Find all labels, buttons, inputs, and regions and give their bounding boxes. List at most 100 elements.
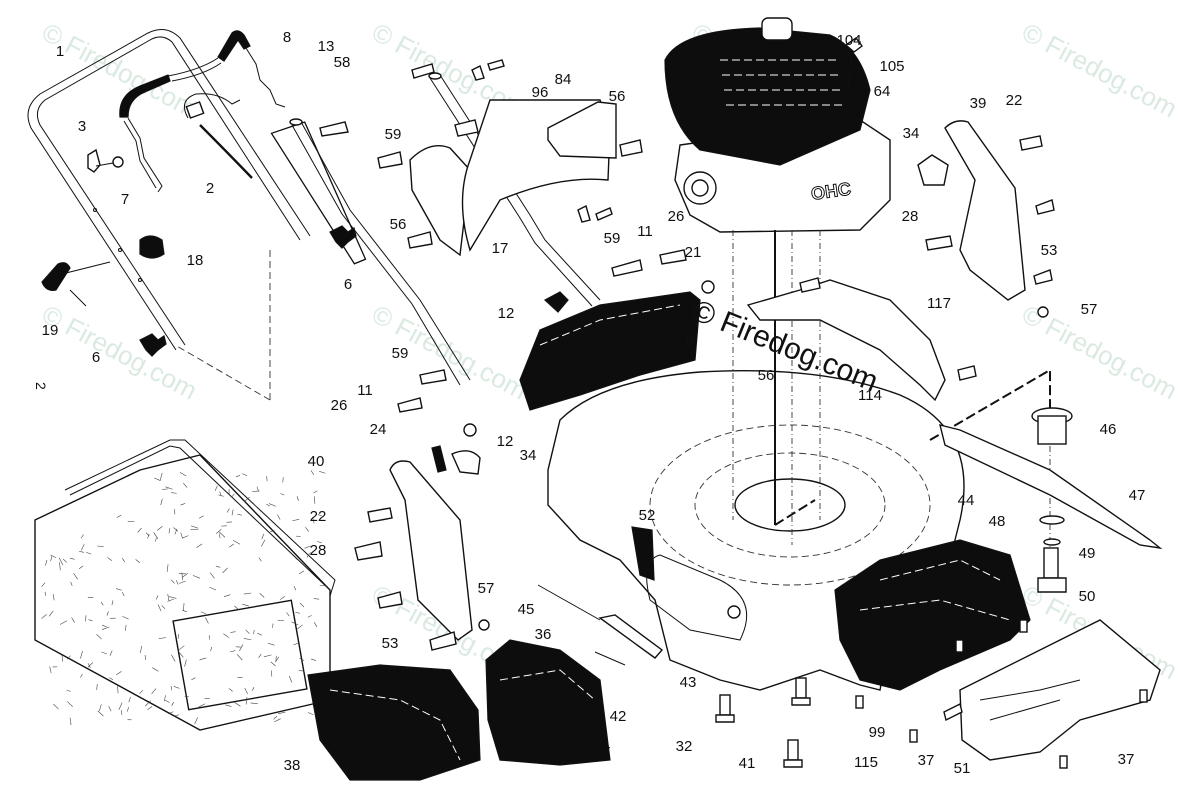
bag-texture-stroke	[252, 490, 260, 492]
part-callout-114[interactable]: 114	[858, 387, 882, 404]
part-callout-32[interactable]: 32	[676, 738, 693, 755]
part-callout-59[interactable]: 59	[385, 126, 402, 143]
part-callout-105[interactable]: 105	[879, 58, 904, 75]
part-callout-18[interactable]: 18	[187, 252, 204, 269]
bag-texture-stroke	[236, 654, 243, 661]
part-callout-2[interactable]: 2	[206, 180, 214, 197]
part-callout-19[interactable]: 19	[42, 322, 59, 339]
part-callout-12[interactable]: 12	[498, 305, 515, 322]
part-callout-49[interactable]: 49	[1079, 545, 1096, 562]
part-callout-46[interactable]: 46	[1100, 421, 1117, 438]
bag-texture-stroke	[293, 555, 298, 560]
part-callout-6[interactable]: 6	[344, 276, 352, 293]
part-callout-56[interactable]: 56	[758, 367, 775, 384]
part-callout-96[interactable]: 96	[532, 84, 549, 101]
part-callout-38[interactable]: 38	[284, 757, 301, 774]
part-callout-26[interactable]: 26	[668, 208, 685, 225]
part-callout-36[interactable]: 36	[535, 626, 552, 643]
part-callout-117[interactable]: 117	[927, 295, 951, 312]
part-callout-41[interactable]: 41	[739, 755, 756, 772]
part-callout-47[interactable]: 47	[1129, 487, 1146, 504]
grass-catcher	[34, 439, 336, 731]
part-callout-7[interactable]: 7	[121, 191, 129, 208]
part-callout-58[interactable]: 58	[334, 54, 351, 71]
bag-texture-stroke	[145, 700, 151, 707]
wheel-adjuster-left	[354, 445, 490, 651]
bag-texture-stroke	[116, 671, 122, 676]
part-callout-57[interactable]: 57	[478, 580, 495, 597]
part-callout-6[interactable]: 6	[92, 349, 100, 366]
bag-texture-stroke	[154, 477, 161, 481]
bag-texture-stroke	[307, 712, 314, 715]
bag-texture-stroke	[314, 622, 318, 628]
part-callout-28[interactable]: 28	[310, 542, 327, 559]
assembly-axes	[174, 230, 1051, 590]
part-callout-3[interactable]: 3	[78, 118, 86, 135]
part-callout-37[interactable]: 37	[918, 752, 935, 769]
bag-texture-stroke	[85, 615, 87, 622]
bag-texture-stroke	[166, 564, 169, 572]
part-callout-9[interactable]: 9	[686, 333, 694, 350]
bag-texture	[41, 470, 328, 726]
bag-texture-stroke	[180, 503, 186, 506]
part-callout-64[interactable]: 64	[874, 83, 891, 100]
part-callout-39[interactable]: 39	[970, 95, 987, 112]
part-callout-37[interactable]: 37	[1118, 751, 1135, 768]
part-callout-57[interactable]: 57	[1081, 301, 1098, 318]
bag-texture-stroke	[268, 503, 276, 507]
part-callout-59[interactable]: 59	[392, 345, 409, 362]
bag-texture-stroke	[190, 525, 199, 529]
bag-texture-stroke	[87, 662, 94, 668]
part-callout-11[interactable]: 11	[637, 223, 653, 240]
part-callout-59[interactable]: 59	[604, 230, 621, 247]
part-callout-43[interactable]: 43	[680, 674, 697, 691]
part-callout-42[interactable]: 42	[610, 708, 627, 725]
part-callout-17[interactable]: 17	[492, 240, 509, 257]
part-callout-24[interactable]: 24	[370, 421, 387, 438]
bag-texture-stroke	[160, 498, 163, 506]
part-callout-50[interactable]: 50	[1079, 588, 1096, 605]
part-callout-11[interactable]: 11	[357, 382, 373, 399]
bag-texture-stroke	[179, 580, 186, 584]
part-callout-22[interactable]: 22	[310, 508, 327, 525]
part-callout-56[interactable]: 56	[609, 88, 626, 105]
handle-hardware	[87, 59, 613, 223]
bag-texture-stroke	[181, 572, 183, 581]
part-callout-13[interactable]: 13	[318, 38, 335, 55]
part-callout-56[interactable]: 56	[390, 216, 407, 233]
bag-texture-stroke	[171, 492, 177, 494]
part-callout-52[interactable]: 52	[639, 507, 656, 524]
part-callout-104[interactable]: 104	[836, 32, 861, 49]
part-callout-21[interactable]: 21	[685, 244, 702, 261]
bag-texture-stroke	[231, 509, 234, 516]
part-callout-115[interactable]: 115	[854, 754, 878, 771]
bag-texture-stroke	[88, 619, 93, 622]
mulch-bracket	[746, 277, 977, 402]
bag-texture-stroke	[223, 594, 231, 597]
part-callout-45[interactable]: 45	[518, 601, 535, 618]
part-callout-34[interactable]: 34	[520, 447, 537, 464]
part-callout-99[interactable]: 99	[869, 724, 886, 741]
bag-texture-stroke	[243, 638, 252, 641]
part-callout-48[interactable]: 48	[989, 513, 1006, 530]
part-callout-53[interactable]: 53	[382, 635, 399, 652]
part-callout-40[interactable]: 40	[308, 453, 325, 470]
part-callout-84[interactable]: 84	[555, 71, 572, 88]
part-callout-8[interactable]: 8	[283, 29, 291, 46]
bag-texture-stroke	[191, 677, 196, 681]
bag-texture-stroke	[234, 605, 239, 610]
part-callout-22[interactable]: 22	[1006, 92, 1023, 109]
part-callout-26[interactable]: 26	[331, 397, 348, 414]
part-callout-53[interactable]: 53	[1041, 242, 1058, 259]
part-callout-28[interactable]: 28	[902, 208, 919, 225]
bag-texture-stroke	[173, 686, 180, 689]
bag-texture-stroke	[140, 645, 142, 654]
bag-texture-stroke	[234, 702, 241, 707]
part-callout-51[interactable]: 51	[954, 760, 971, 777]
part-callout-44[interactable]: 44	[958, 492, 975, 509]
part-callout-12[interactable]: 12	[497, 433, 514, 450]
part-callout-34[interactable]: 34	[903, 125, 920, 142]
bag-texture-stroke	[61, 655, 64, 662]
part-callout-1[interactable]: 1	[56, 43, 64, 60]
